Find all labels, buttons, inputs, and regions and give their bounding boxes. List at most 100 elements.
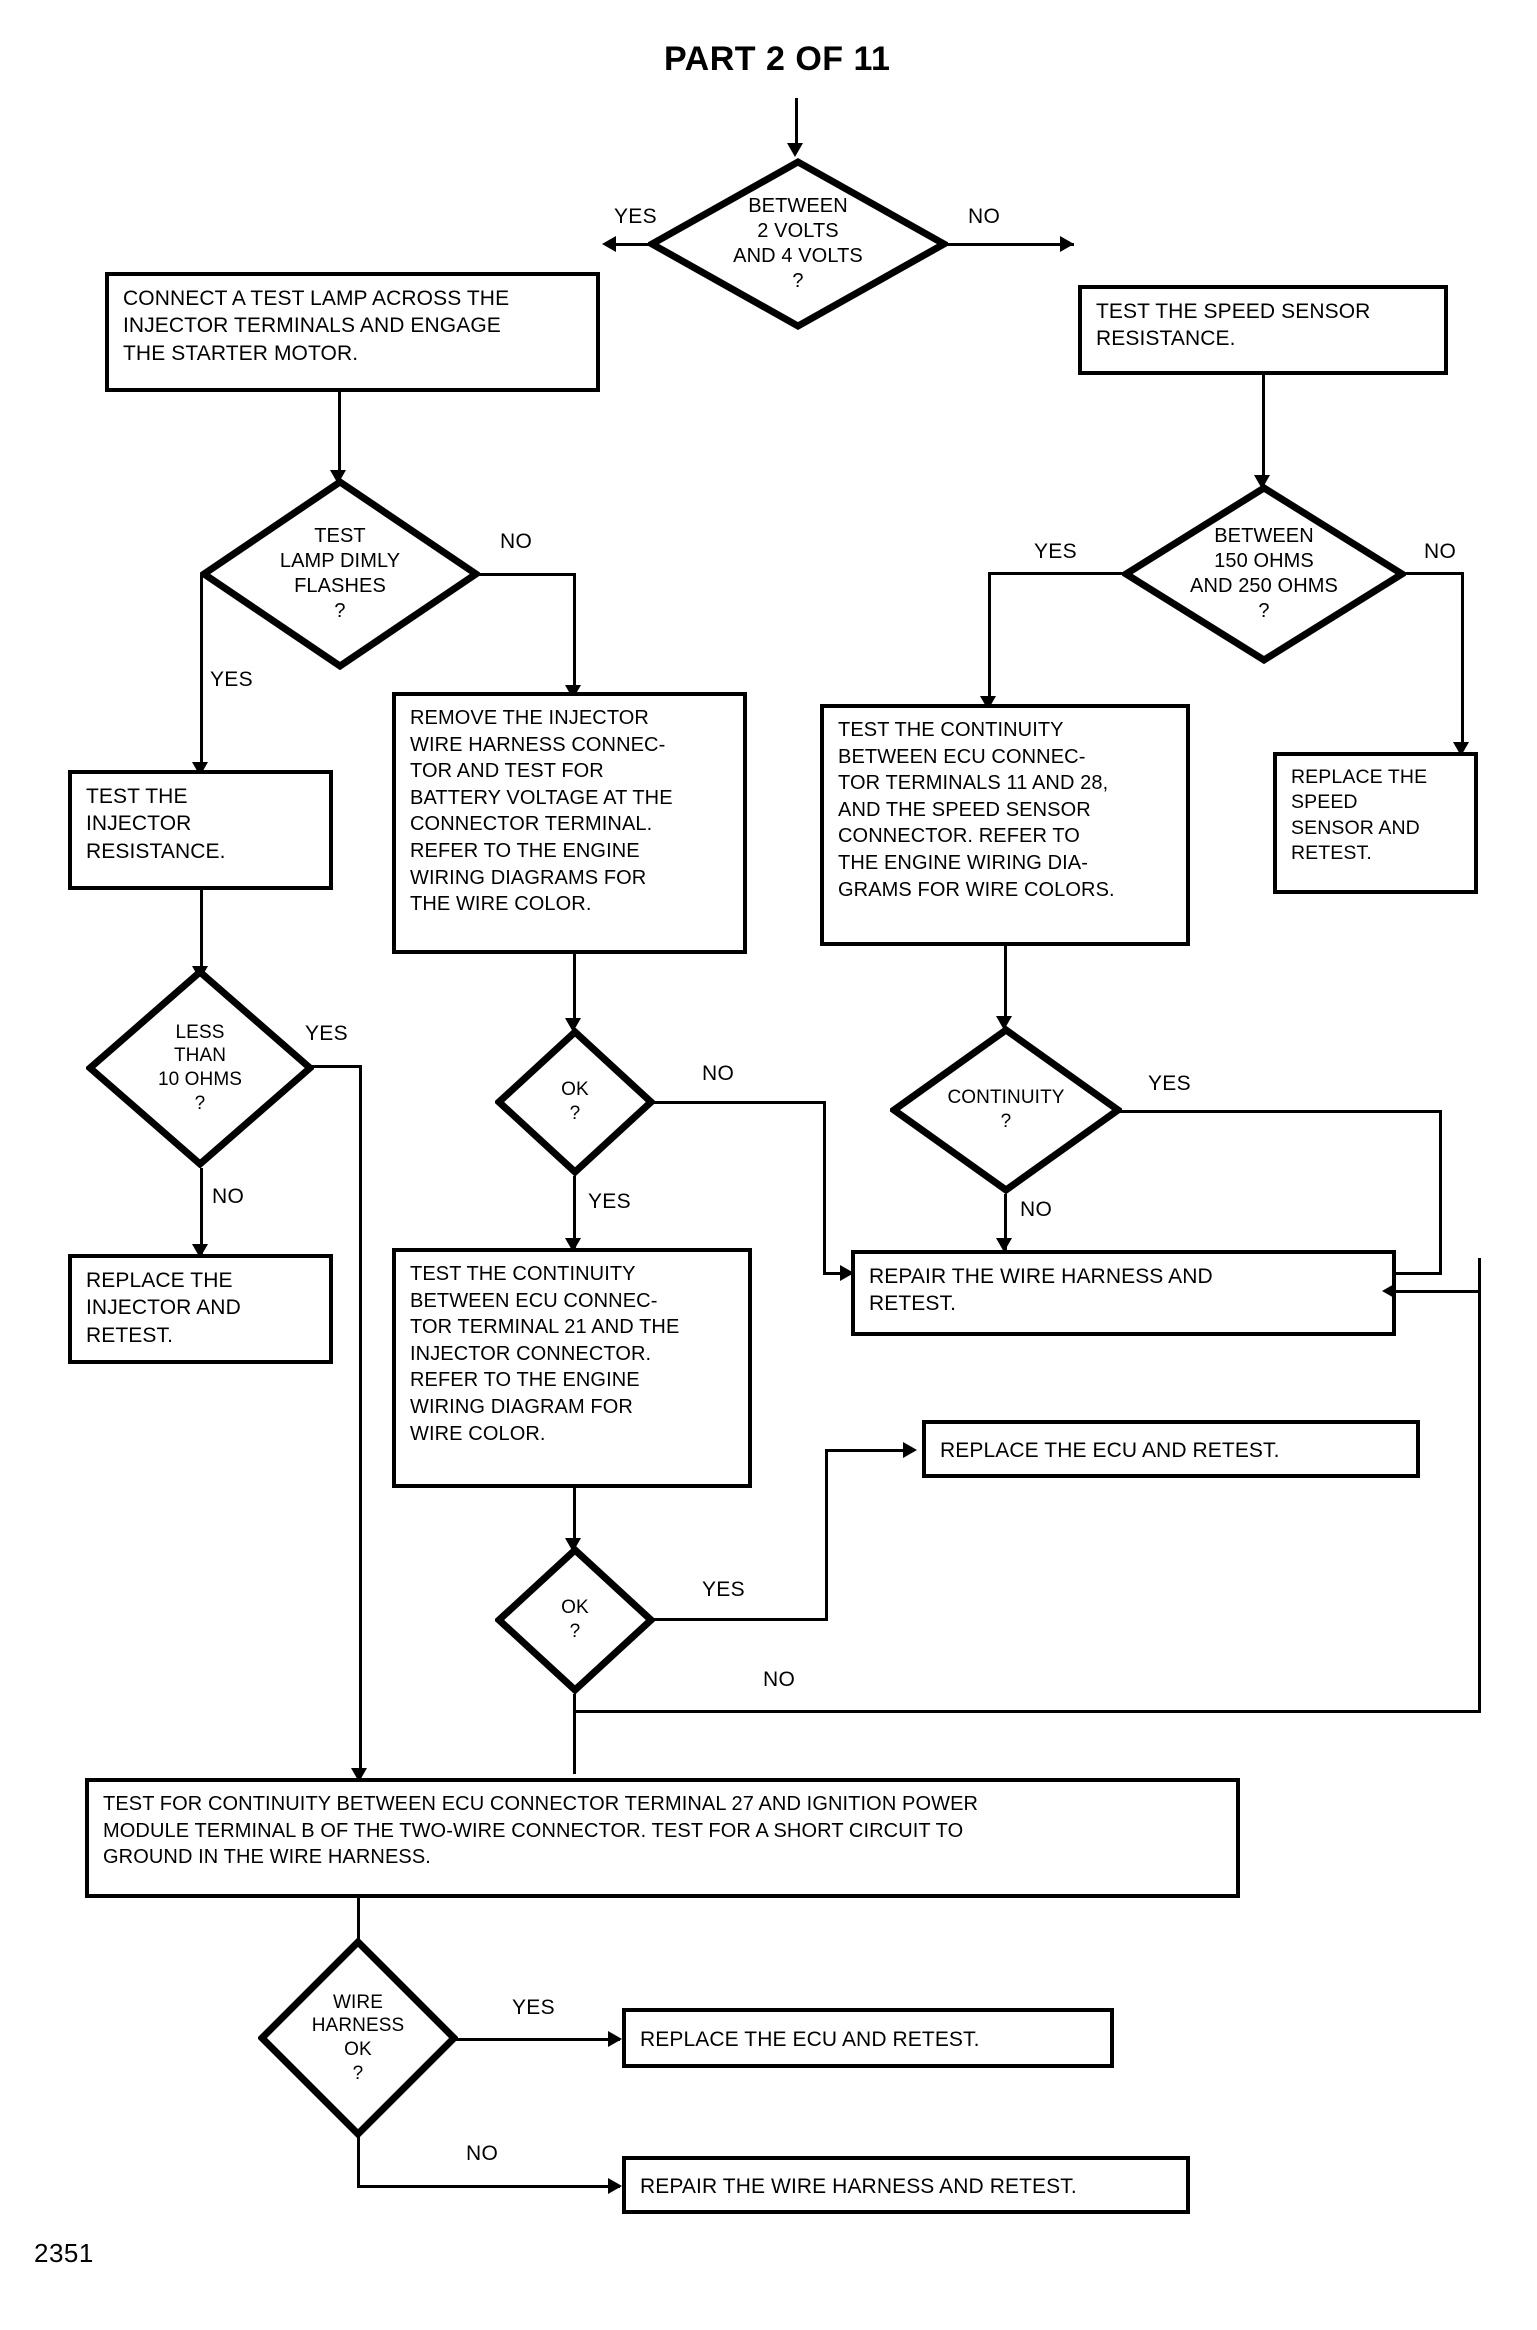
decision-label: BETWEEN 150 OHMS AND 250 OHMS ?: [1190, 525, 1338, 622]
box-text: REPAIR THE WIRE HARNESS AND RETEST.: [869, 1265, 1213, 1316]
diamond-shape: [1122, 484, 1406, 664]
decision-ok-1[interactable]: OK ?: [495, 1028, 655, 1176]
decision-less-than-10-ohms[interactable]: LESS THAN 10 OHMS ?: [86, 968, 314, 1168]
box-text: CONNECT A TEST LAMP ACROSS THE INJECTOR …: [123, 287, 510, 365]
edge-label-ohms-no: NO: [1424, 540, 1457, 563]
decision-label: OK ?: [561, 1597, 589, 1642]
diamond-shape: [86, 968, 314, 1168]
edge-continuity-yes-hline2: [1394, 1272, 1442, 1275]
box-text: REPLACE THE INJECTOR AND RETEST.: [86, 1269, 241, 1347]
edge-less10-down-line: [200, 890, 203, 976]
box-test-speed-sensor-resistance[interactable]: TEST THE SPEED SENSOR RESISTANCE.: [1078, 285, 1448, 375]
box-repair-wire-harness-bottom[interactable]: REPAIR THE WIRE HARNESS AND RETEST.: [622, 2156, 1190, 2214]
box-repair-wire-harness-mid[interactable]: REPAIR THE WIRE HARNESS AND RETEST.: [851, 1250, 1396, 1336]
decision-label: CONTINUITY ?: [947, 1087, 1065, 1132]
decision-continuity[interactable]: CONTINUITY ?: [890, 1026, 1122, 1194]
edge-label-ok2-no: NO: [763, 1668, 796, 1691]
diamond-shape: [200, 478, 480, 670]
edge-label-volts-yes: YES: [614, 205, 657, 228]
edge-ok2-down-line: [573, 1488, 576, 1546]
decision-between-2-and-4-volts[interactable]: BETWEEN 2 VOLTS AND 4 VOLTS ?: [648, 158, 948, 330]
decision-test-lamp-dimly-flashes[interactable]: TEST LAMP DIMLY FLASHES ?: [200, 478, 480, 670]
decision-label: WIRE HARNESS OK ?: [311, 1991, 405, 2084]
page-title: PART 2 OF 11: [664, 40, 891, 78]
edge-lamp-yes-stub: [200, 573, 206, 576]
diamond-shape: [495, 1546, 655, 1694]
edge-continuity-yes-vline: [1439, 1110, 1442, 1272]
edge-ok2-yes-vline: [825, 1449, 828, 1621]
edge-label-ok2-yes: YES: [702, 1578, 745, 1601]
edge-harness-yes-arrow: [608, 2031, 622, 2047]
edge-ok1-yes-vline: [573, 1176, 576, 1248]
edge-ok2-no-right-vline: [1478, 1258, 1481, 1712]
box-test-injector-resistance[interactable]: TEST THE INJECTOR RESISTANCE.: [68, 770, 333, 890]
edge-ok2-no-hline-in: [1396, 1290, 1481, 1293]
edge-lamp-down-line: [338, 392, 341, 480]
box-text: REPAIR THE WIRE HARNESS AND RETEST.: [640, 2174, 1077, 2198]
edge-label-lamp-no: NO: [500, 530, 533, 553]
edge-label-lamp-yes: YES: [210, 668, 253, 691]
edge-ohms-no-vline: [1461, 572, 1464, 750]
edge-continuity-no-arrow: [996, 1238, 1012, 1252]
box-test-continuity-27[interactable]: TEST FOR CONTINUITY BETWEEN ECU CONNECTO…: [85, 1778, 1240, 1898]
edge-label-harness-no: NO: [466, 2142, 499, 2165]
edge-volts-yes-line: [616, 243, 652, 246]
edge-ok2-yes-hline: [650, 1618, 828, 1621]
edge-label-volts-no: NO: [968, 205, 1001, 228]
edge-ok1-no-arrow: [840, 1265, 854, 1281]
edge-continuity-down-arrow: [996, 1016, 1012, 1030]
edge-ok2-yes-arrow: [903, 1442, 917, 1458]
edge-ok1-no-vline: [823, 1101, 826, 1274]
edge-label-ohms-yes: YES: [1034, 540, 1077, 563]
edge-ohms-yes-vline: [988, 572, 991, 704]
box-text: TEST FOR CONTINUITY BETWEEN ECU CONNECTO…: [103, 1793, 979, 1869]
box-connect-test-lamp[interactable]: CONNECT A TEST LAMP ACROSS THE INJECTOR …: [105, 272, 600, 392]
box-test-continuity-21[interactable]: TEST THE CONTINUITY BETWEEN ECU CONNEC- …: [392, 1248, 752, 1488]
box-replace-speed-sensor[interactable]: REPLACE THE SPEED SENSOR AND RETEST.: [1273, 752, 1478, 894]
edge-label-ok1-no: NO: [702, 1062, 735, 1085]
edge-lamp-no-hline: [474, 573, 576, 576]
decision-between-150-and-250-ohms[interactable]: BETWEEN 150 OHMS AND 250 OHMS ?: [1122, 484, 1406, 664]
edge-ok2-no-hline: [573, 1710, 1481, 1713]
edge-label-ok1-yes: YES: [588, 1190, 631, 1213]
decision-label: LESS THAN 10 OHMS ?: [157, 1021, 243, 1114]
box-remove-injector-harness[interactable]: REMOVE THE INJECTOR WIRE HARNESS CONNEC-…: [392, 692, 747, 954]
box-test-continuity-11-28[interactable]: TEST THE CONTINUITY BETWEEN ECU CONNEC- …: [820, 704, 1190, 946]
edge-less10-yes-vline: [359, 1065, 362, 1777]
diamond-shape: [258, 1938, 458, 2138]
decision-label: BETWEEN 2 VOLTS AND 4 VOLTS ?: [733, 195, 863, 292]
box-replace-injector[interactable]: REPLACE THE INJECTOR AND RETEST.: [68, 1254, 333, 1364]
edge-ok2-no-vline: [573, 1694, 576, 1774]
edge-volts-yes-arrow: [602, 236, 616, 252]
diamond-shape: [648, 158, 948, 330]
connector-entry-arrow: [787, 143, 803, 157]
box-text: REPLACE THE ECU AND RETEST.: [640, 2027, 980, 2051]
edge-harness-no-hline: [357, 2185, 620, 2188]
edge-less10-yes-hline: [310, 1065, 362, 1068]
edge-lamp-yes-vline: [200, 573, 203, 771]
edge-label-continuity-yes: YES: [1148, 1072, 1191, 1095]
edge-ok1-no-hline: [650, 1101, 826, 1104]
box-text: REMOVE THE INJECTOR WIRE HARNESS CONNEC-…: [410, 707, 673, 916]
decision-ok-2[interactable]: OK ?: [495, 1546, 655, 1694]
box-replace-ecu-mid[interactable]: REPLACE THE ECU AND RETEST.: [922, 1420, 1420, 1478]
diamond-shape: [890, 1026, 1122, 1194]
edge-harness-yes-hline: [452, 2038, 620, 2041]
edge-less10-no-vline: [200, 1168, 203, 1254]
decision-label: OK ?: [561, 1079, 589, 1124]
edge-ohms-yes-hline: [988, 572, 1128, 575]
edge-continuity-down-line: [1004, 946, 1007, 1024]
edge-ohms-down-line: [1262, 375, 1265, 485]
box-text: REPLACE THE SPEED SENSOR AND RETEST.: [1291, 766, 1428, 865]
box-text: TEST THE CONTINUITY BETWEEN ECU CONNEC- …: [838, 719, 1115, 901]
edge-ok1-down-line: [573, 954, 576, 1026]
decision-label: TEST LAMP DIMLY FLASHES ?: [279, 525, 401, 622]
decision-wire-harness-ok[interactable]: WIRE HARNESS OK ?: [258, 1938, 458, 2138]
box-replace-ecu-bottom[interactable]: REPLACE THE ECU AND RETEST.: [622, 2008, 1114, 2068]
edge-harness-no-arrow: [608, 2178, 622, 2194]
box-text: REPLACE THE ECU AND RETEST.: [940, 1438, 1280, 1462]
edge-harness-down-line: [357, 1898, 360, 1944]
edge-volts-no-arrow: [1060, 236, 1074, 252]
connector-entry-line: [795, 98, 798, 150]
